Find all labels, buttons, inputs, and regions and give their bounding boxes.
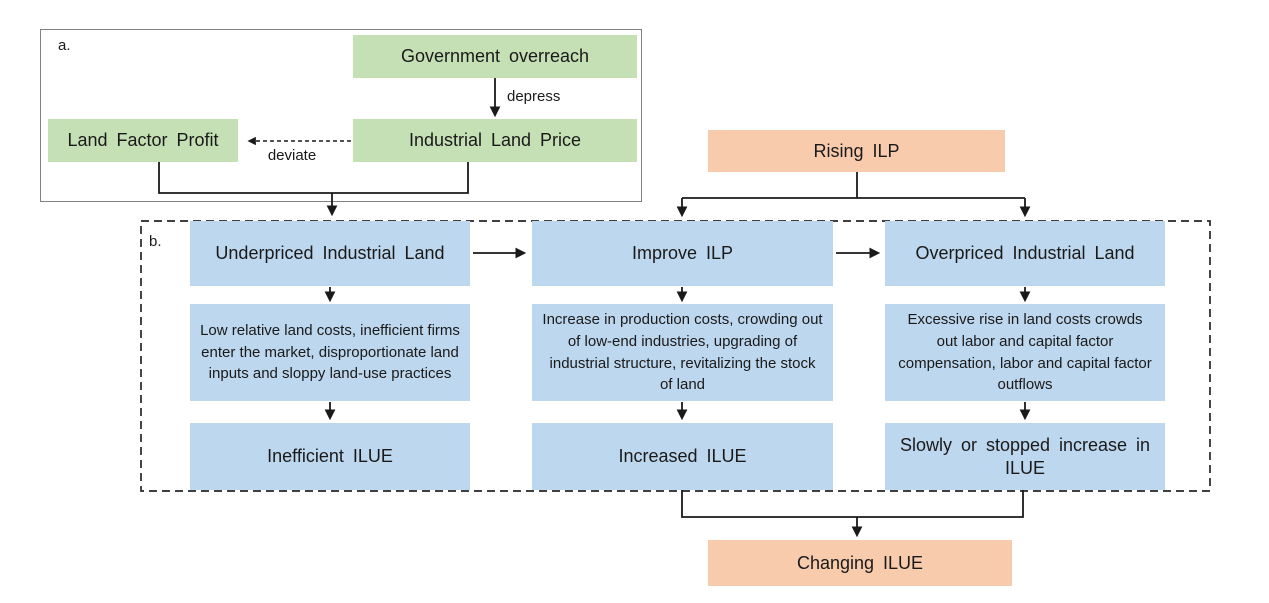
node-inefficient-ilue: Inefficient ILUE [190,423,470,490]
node-rising-ilp: Rising ILP [708,130,1005,172]
edge-label-depress: depress [507,88,561,105]
node-underpriced-description: Low relative land costs, inefficient fir… [190,304,470,401]
node-land-factor-profit: Land Factor Profit [48,119,238,162]
node-industrial-land-price: Industrial Land Price [353,119,637,162]
node-overpriced-industrial-land: Overpriced Industrial Land [885,221,1165,286]
edge-label-deviate: deviate [267,147,317,164]
node-increased-ilue: Increased ILUE [532,423,833,490]
panel-a-label: a. [58,37,71,54]
node-improve-ilp: Improve ILP [532,221,833,286]
node-slowly-stopped-ilue: Slowly or stopped increase in ILUE [885,423,1165,490]
node-overpriced-description: Excessive rise in land costs crowds out … [885,304,1165,401]
node-changing-ilue: Changing ILUE [708,540,1012,586]
node-government-overreach: Government overreach [353,35,637,78]
node-underpriced-industrial-land: Underpriced Industrial Land [190,221,470,286]
panel-a-border [40,29,642,202]
node-improve-description: Increase in production costs, crowding o… [532,304,833,401]
panel-b-label: b. [149,233,162,250]
